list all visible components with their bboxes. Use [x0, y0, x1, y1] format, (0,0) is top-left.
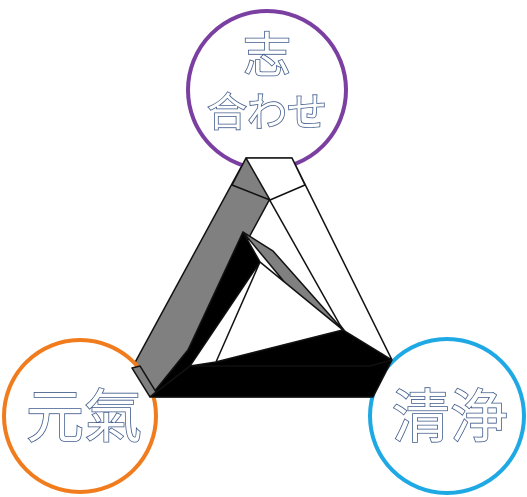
node-left-label: 元氣: [26, 383, 142, 451]
node-left: 元氣: [2, 338, 158, 494]
node-top: 志 合わせ: [186, 9, 348, 171]
node-right: 清浄: [368, 337, 526, 495]
node-top-label-line1: 志: [243, 28, 291, 84]
triangle-apex-overlay: [231, 157, 306, 201]
node-left-circle: [2, 338, 158, 494]
node-right-circle: [368, 337, 526, 495]
triangle-bottom-overlay: [131, 359, 393, 398]
node-right-label: 清浄: [392, 383, 508, 451]
node-top-label-line2: 合わせ: [207, 90, 327, 136]
